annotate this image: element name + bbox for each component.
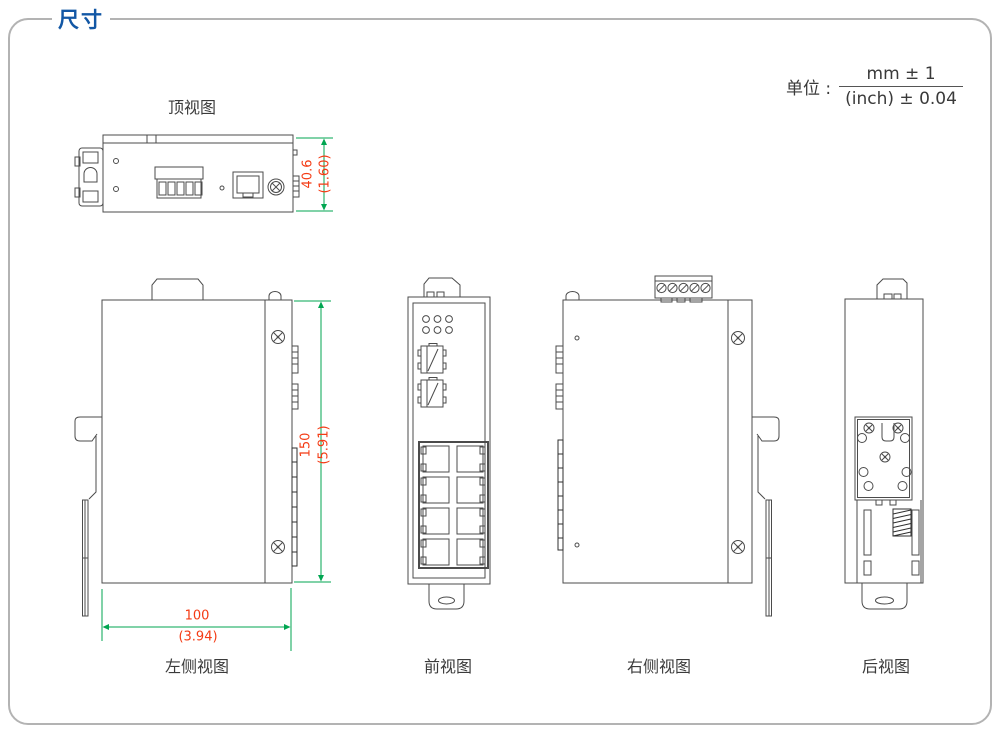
- clip-spring: [892, 508, 912, 537]
- content-border: [8, 18, 992, 725]
- screw-hole: [113, 158, 119, 164]
- panel-screw: [731, 331, 745, 345]
- rj45-edge-strip: [291, 447, 298, 567]
- console-port: [232, 171, 264, 199]
- dim-height-mm: 150: [298, 432, 314, 458]
- panel-screw: [271, 540, 285, 554]
- dimension-lines: [101, 137, 333, 651]
- screw-hole: [113, 186, 119, 192]
- sfp-port: [417, 377, 447, 408]
- mounting-tab: [861, 583, 908, 610]
- dim-depth-mm: 40.6: [300, 159, 316, 189]
- din-mount-plate: [854, 416, 913, 506]
- left-view-label: 左侧视图: [164, 657, 230, 676]
- panel-screw: [731, 540, 745, 554]
- right-view-label: 右侧视图: [626, 657, 692, 676]
- page-title: 尺寸: [52, 4, 110, 34]
- left-side-view-drawing: [74, 278, 299, 617]
- front-view-label: 前视图: [423, 657, 473, 676]
- dim-height-inch: (5.91): [316, 425, 332, 465]
- unit-label: 单位 :: [786, 79, 832, 99]
- rj45-port-block: [418, 441, 489, 569]
- rear-view-drawing: [844, 278, 924, 610]
- din-clip-top-view: [78, 147, 104, 207]
- panel-screw: [271, 330, 285, 344]
- dim-width-inch: (3.94): [178, 629, 218, 645]
- rj45-edge-strip: [557, 439, 564, 551]
- unit-note: 单位 : mm ± 1 (inch) ± 0.04: [786, 64, 963, 109]
- sfp-port: [417, 343, 447, 374]
- din-clip-profile: [74, 416, 102, 617]
- unit-mm: mm ± 1: [866, 64, 936, 84]
- ground-screw: [267, 178, 285, 196]
- dim-width-mm: 100: [184, 608, 210, 624]
- front-view-drawing: [407, 277, 491, 610]
- terminal-block-top-view: [154, 166, 204, 199]
- rear-view-label: 后视图: [861, 657, 911, 676]
- din-clip-profile: [752, 416, 780, 617]
- top-view-drawing: [74, 134, 300, 213]
- sfp-cage-side: [291, 345, 299, 410]
- sfp-cage-side: [555, 345, 564, 410]
- status-leds: [422, 315, 453, 334]
- top-view-label: 顶视图: [167, 98, 217, 117]
- unit-inch: (inch) ± 0.04: [839, 86, 963, 109]
- unit-fraction: mm ± 1 (inch) ± 0.04: [839, 64, 963, 109]
- right-side-view-drawing: [555, 275, 780, 617]
- terminal-block-side: [654, 275, 713, 303]
- mounting-tab: [428, 584, 465, 610]
- din-clip-rear: [856, 500, 922, 583]
- dim-depth-inch: (1.60): [317, 154, 333, 194]
